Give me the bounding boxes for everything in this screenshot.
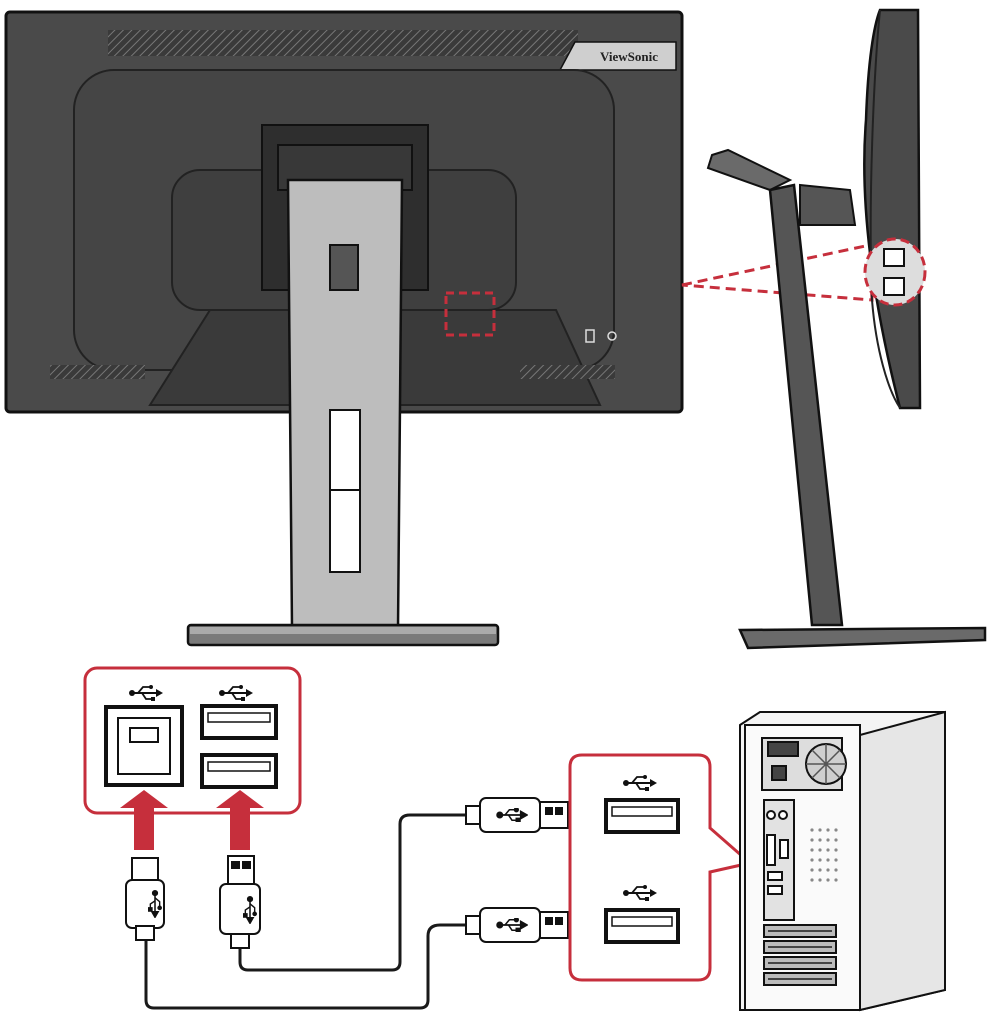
side-usb-port-2: [883, 277, 905, 296]
side-port-callout: [863, 237, 927, 307]
arrow-up-icon: [120, 790, 168, 850]
monitor-side-view: [681, 8, 987, 650]
cable-usb-b-to-pc: [144, 923, 466, 1010]
usb-cables: [144, 813, 466, 1010]
lock-slot-icon: [585, 329, 595, 343]
power-inlet: [767, 741, 799, 757]
cable-usb-a-to-pc: [238, 813, 466, 972]
side-stand-base: [738, 626, 987, 650]
monitor-usb-ports-callout: [83, 666, 302, 815]
arrow-up-icon: [216, 790, 264, 850]
power-port-icon: [607, 331, 617, 341]
usb-a-plug-pc-1: [465, 797, 569, 833]
bottom-vent-right: [520, 365, 615, 379]
usb-a-plug: [219, 855, 261, 949]
top-vent: [108, 30, 578, 56]
side-usb-port-1: [883, 248, 905, 267]
pc-tower: [739, 710, 946, 1012]
bottom-vent-left: [50, 365, 145, 379]
usb-a-plug-pc-2: [465, 907, 569, 943]
usb-port-location-marker: [444, 291, 496, 337]
side-stand-column: [768, 183, 844, 627]
pc-usb-ports-callout: [568, 753, 754, 982]
brand-plate: [558, 41, 677, 71]
monitor-back-view: ViewSonic: [4, 10, 684, 647]
brand-logo: ViewSonic: [600, 49, 658, 64]
usb-b-plug: [125, 857, 165, 941]
